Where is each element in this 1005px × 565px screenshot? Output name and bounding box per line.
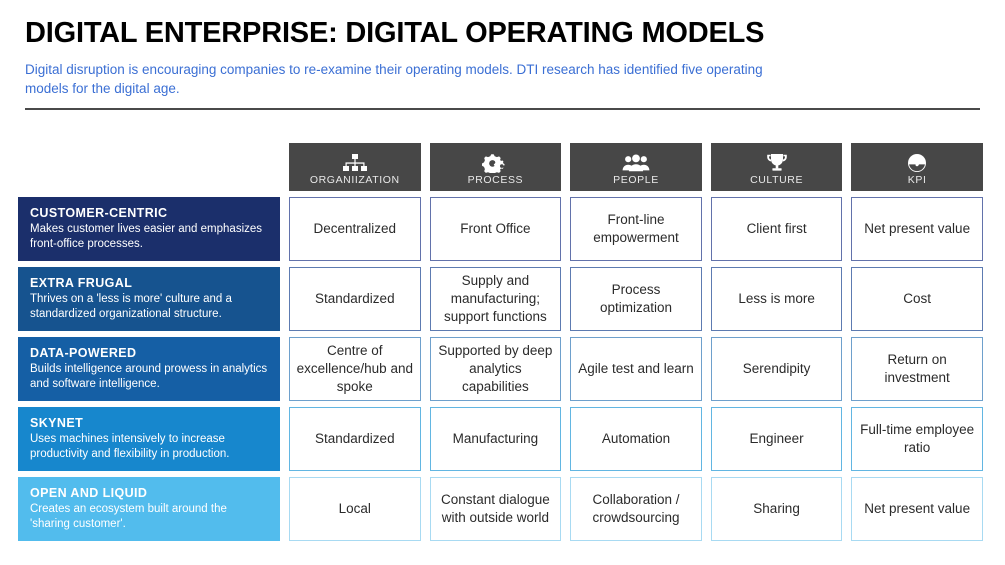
matrix-row-skynet: SKYNET Uses machines intensively to incr…	[18, 407, 983, 471]
row-label-description: Creates an ecosystem built around the 's…	[30, 503, 227, 530]
matrix-cell[interactable]: Agile test and learn	[570, 337, 702, 401]
row-label-block[interactable]: CUSTOMER-CENTRIC Makes customer lives ea…	[18, 197, 280, 261]
column-headers: ORGANIIZATION PROCESS	[289, 143, 983, 191]
row-label-title: SKYNET	[30, 416, 84, 431]
matrix-cell[interactable]: Collaboration / crowdsourcing	[570, 477, 702, 541]
row-label-description: Thrives on a 'less is more' culture and …	[30, 293, 232, 320]
row-label-block[interactable]: OPEN AND LIQUID Creates an ecosystem bui…	[18, 477, 280, 541]
matrix-cell[interactable]: Constant dialogue with outside world	[429, 477, 562, 541]
column-header-process[interactable]: PROCESS	[429, 143, 562, 191]
matrix-cell[interactable]: Serendipity	[710, 337, 843, 401]
matrix-corner-spacer	[18, 143, 280, 191]
matrix-cell[interactable]: Less is more	[710, 267, 843, 331]
column-header-label: PROCESS	[467, 173, 524, 186]
matrix-cell[interactable]: Front-line empowerment	[570, 197, 702, 261]
matrix-cell[interactable]: Decentralized	[289, 197, 421, 261]
row-cells: Centre of excellence/hub and spoke Suppo…	[289, 337, 983, 401]
column-header-label: ORGANIIZATION	[309, 173, 400, 186]
org-chart-icon	[342, 153, 368, 173]
header-divider	[25, 108, 980, 110]
matrix-row-extra-frugal: EXTRA FRUGAL Thrives on a 'less is more'…	[18, 267, 983, 331]
row-cells: Decentralized Front Office Front-line em…	[289, 197, 983, 261]
row-label-title: EXTRA FRUGAL	[30, 276, 133, 291]
page-header: DIGITAL ENTERPRISE: DIGITAL OPERATING MO…	[25, 17, 980, 99]
column-header-label: PEOPLE	[613, 173, 659, 186]
matrix-cell[interactable]: Supply and manufacturing; support functi…	[429, 267, 562, 331]
matrix-cell[interactable]: Front Office	[429, 197, 562, 261]
matrix-cell[interactable]: Sharing	[710, 477, 843, 541]
matrix-row-open-and-liquid: OPEN AND LIQUID Creates an ecosystem bui…	[18, 477, 983, 541]
matrix-cell[interactable]: Supported by deep analytics capabilities	[429, 337, 562, 401]
row-cells: Standardized Manufacturing Automation En…	[289, 407, 983, 471]
matrix-cell[interactable]: Net present value	[851, 477, 983, 541]
row-label-description: Makes customer lives easier and emphasiz…	[30, 223, 263, 250]
column-header-culture[interactable]: CULTURE	[710, 143, 843, 191]
matrix-cell[interactable]: Engineer	[710, 407, 843, 471]
row-label-title: OPEN AND LIQUID	[30, 486, 148, 501]
matrix-cell[interactable]: Client first	[710, 197, 843, 261]
matrix-cell[interactable]: Local	[289, 477, 421, 541]
row-label-block[interactable]: SKYNET Uses machines intensively to incr…	[18, 407, 280, 471]
gears-icon	[480, 153, 510, 173]
matrix-cell[interactable]: Full-time employee ratio	[851, 407, 983, 471]
matrix-row-data-powered: DATA-POWERED Builds intelligence around …	[18, 337, 983, 401]
column-header-label: CULTURE	[750, 173, 804, 186]
matrix-cell[interactable]: Net present value	[851, 197, 983, 261]
row-label-description: Uses machines intensively to increase pr…	[30, 433, 230, 460]
matrix-cell[interactable]: Automation	[570, 407, 702, 471]
page-title: DIGITAL ENTERPRISE: DIGITAL OPERATING MO…	[25, 17, 765, 49]
row-cells: Standardized Supply and manufacturing; s…	[289, 267, 983, 331]
row-label-block[interactable]: EXTRA FRUGAL Thrives on a 'less is more'…	[18, 267, 280, 331]
matrix-cell[interactable]: Centre of excellence/hub and spoke	[289, 337, 421, 401]
gauge-icon	[907, 153, 927, 173]
matrix-header-row: ORGANIIZATION PROCESS	[18, 143, 983, 191]
column-header-label: KPI	[907, 173, 927, 186]
column-header-kpi[interactable]: KPI	[851, 143, 983, 191]
matrix-cell[interactable]: Manufacturing	[429, 407, 562, 471]
people-group-icon	[622, 153, 650, 173]
matrix-cell[interactable]: Standardized	[289, 267, 421, 331]
row-label-title: CUSTOMER-CENTRIC	[30, 206, 168, 221]
matrix-cell[interactable]: Process optimization	[570, 267, 702, 331]
row-label-title: DATA-POWERED	[30, 346, 137, 361]
column-header-people[interactable]: PEOPLE	[570, 143, 702, 191]
matrix-cell[interactable]: Cost	[851, 267, 983, 331]
row-label-block[interactable]: DATA-POWERED Builds intelligence around …	[18, 337, 280, 401]
operating-models-matrix: ORGANIIZATION PROCESS	[18, 143, 983, 547]
column-header-organization[interactable]: ORGANIIZATION	[289, 143, 421, 191]
matrix-row-customer-centric: CUSTOMER-CENTRIC Makes customer lives ea…	[18, 197, 983, 261]
page-subtitle: Digital disruption is encouraging compan…	[25, 61, 763, 97]
matrix-cell[interactable]: Standardized	[289, 407, 421, 471]
row-cells: Local Constant dialogue with outside wor…	[289, 477, 983, 541]
matrix-cell[interactable]: Return on investment	[851, 337, 983, 401]
trophy-icon	[765, 153, 789, 173]
row-label-description: Builds intelligence around prowess in an…	[30, 363, 268, 390]
